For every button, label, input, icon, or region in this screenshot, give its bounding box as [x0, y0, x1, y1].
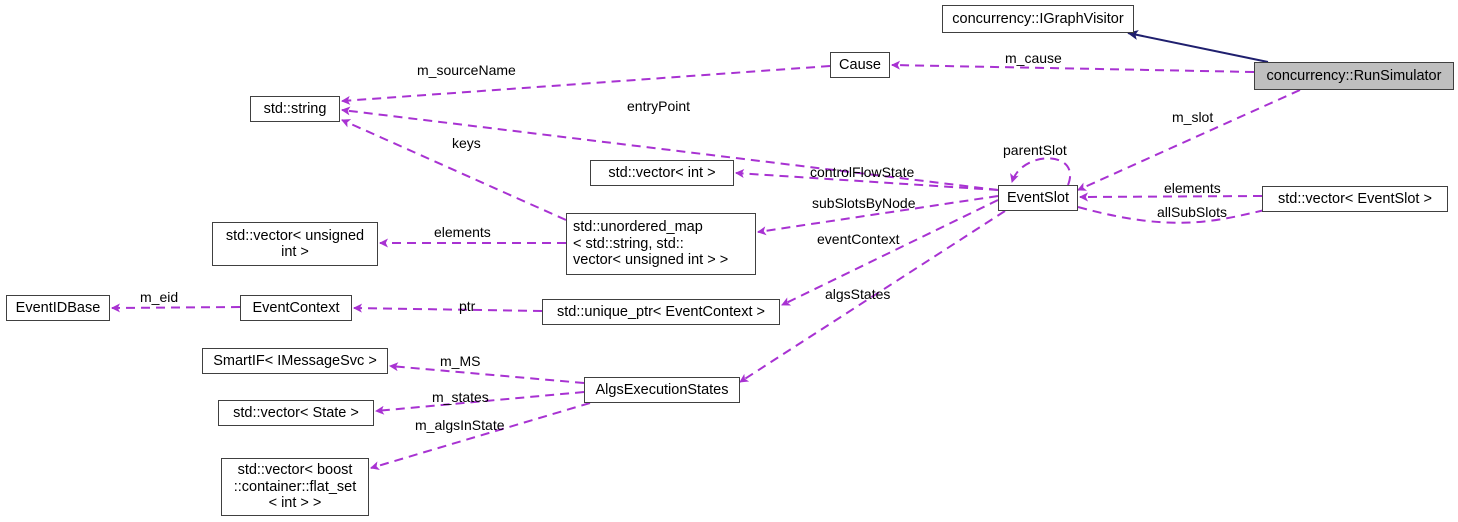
class-node-vectoreventslot[interactable]: std::vector< EventSlot >	[1262, 186, 1448, 212]
class-node-label: std::vector< State >	[233, 404, 359, 421]
edge-p-ptr	[353, 303, 543, 313]
edge-p-m_eid	[111, 303, 241, 313]
class-node-label: concurrency::IGraphVisitor	[952, 10, 1124, 27]
class-node-label: EventContext	[252, 299, 340, 316]
edge-label-lbl-parentSlot: parentSlot	[1003, 142, 1067, 158]
edge-label-lbl-controlFlowState: controlFlowState	[810, 164, 915, 180]
edge-p-eventContext	[781, 199, 999, 306]
class-node-label: AlgsExecutionStates	[595, 381, 729, 398]
edge-p-allSubSlots	[1077, 203, 1283, 224]
class-node-label: std::unique_ptr< EventContext >	[557, 303, 765, 320]
edge-p-elements-vslot	[1079, 192, 1263, 202]
class-node-label: concurrency::RunSimulator	[1266, 67, 1442, 84]
edge-label-lbl-m_MS: m_MS	[440, 353, 481, 369]
class-node-stdstring[interactable]: std::string	[250, 96, 340, 122]
class-node-vectorflatset[interactable]: std::vector< boost ::container::flat_set…	[221, 458, 369, 516]
edge-label-lbl-m_states: m_states	[432, 389, 489, 405]
edge-label-lbl-elements-eventslot: elements	[1164, 180, 1221, 196]
edge-label-lbl-entryPoint: entryPoint	[627, 98, 691, 114]
edge-p-m_sourceName	[341, 65, 831, 105]
edge-p-inherit	[1127, 30, 1269, 63]
edge-label-lbl-elements-map: elements	[434, 224, 491, 240]
edge-p-algsStates	[739, 210, 1006, 383]
class-node-label: Cause	[839, 56, 881, 73]
edge-p-parentSlot	[1010, 157, 1072, 186]
edge-p-controlFlowState	[735, 169, 999, 191]
edge-p-m_MS	[389, 362, 585, 384]
edge-label-lbl-m_slot: m_slot	[1172, 109, 1214, 125]
class-node-cause[interactable]: Cause	[830, 52, 890, 78]
edge-label-lbl-keys: keys	[452, 135, 481, 151]
edge-p-m_algsInState	[370, 402, 591, 471]
class-node-uniqueptr[interactable]: std::unique_ptr< EventContext >	[542, 299, 780, 325]
edge-p-m_slot	[1077, 89, 1301, 191]
class-node-vectoruint[interactable]: std::vector< unsigned int >	[212, 222, 378, 266]
edge-label-lbl-allSubSlots: allSubSlots	[1157, 204, 1228, 220]
edge-label-lbl-subSlotsByNode: subSlotsByNode	[812, 195, 916, 211]
class-node-label: std::vector< boost ::container::flat_set…	[233, 462, 357, 512]
edge-label-lbl-m_algsInState: m_algsInState	[415, 417, 505, 433]
class-node-label: SmartIF< IMessageSvc >	[213, 352, 377, 369]
class-node-label: std::string	[263, 100, 327, 117]
edge-label-lbl-eventContext: eventContext	[817, 231, 900, 247]
class-node-eventcontext[interactable]: EventContext	[240, 295, 352, 321]
edge-p-m_cause	[891, 60, 1255, 73]
edge-p-entryPoint	[341, 106, 999, 191]
class-node-algsexecutionstates[interactable]: AlgsExecutionStates	[584, 377, 740, 403]
class-node-vectorint[interactable]: std::vector< int >	[590, 160, 734, 186]
class-node-eventslot[interactable]: EventSlot	[998, 185, 1078, 211]
class-node-label: std::vector< unsigned int >	[225, 227, 365, 261]
edge-label-lbl-m_cause: m_cause	[1005, 50, 1062, 66]
class-node-igraphvisitor[interactable]: concurrency::IGraphVisitor	[942, 5, 1134, 33]
edge-label-lbl-m_eid: m_eid	[140, 289, 179, 305]
class-node-vectorstate[interactable]: std::vector< State >	[218, 400, 374, 426]
class-node-smartif[interactable]: SmartIF< IMessageSvc >	[202, 348, 388, 374]
class-node-label: EventSlot	[1006, 189, 1070, 206]
edge-p-keys	[341, 119, 567, 221]
class-node-label: EventIDBase	[15, 299, 101, 316]
class-node-label: std::vector< EventSlot >	[1278, 190, 1432, 207]
class-node-label: std::vector< int >	[608, 164, 716, 181]
edge-label-lbl-algsStates: algsStates	[825, 286, 891, 302]
edge-label-lbl-ptr: ptr	[459, 298, 476, 314]
class-node-runsimulator[interactable]: concurrency::RunSimulator	[1254, 62, 1454, 90]
edge-p-subSlotsByNode	[757, 195, 999, 236]
class-node-unorderedmap[interactable]: std::unordered_map < std::string, std:: …	[566, 213, 756, 275]
edge-p-m_states	[375, 391, 585, 415]
edge-label-lbl-m_sourceName: m_sourceName	[417, 62, 516, 78]
class-node-label: std::unordered_map < std::string, std:: …	[573, 219, 729, 269]
class-node-eventidbase[interactable]: EventIDBase	[6, 295, 110, 321]
